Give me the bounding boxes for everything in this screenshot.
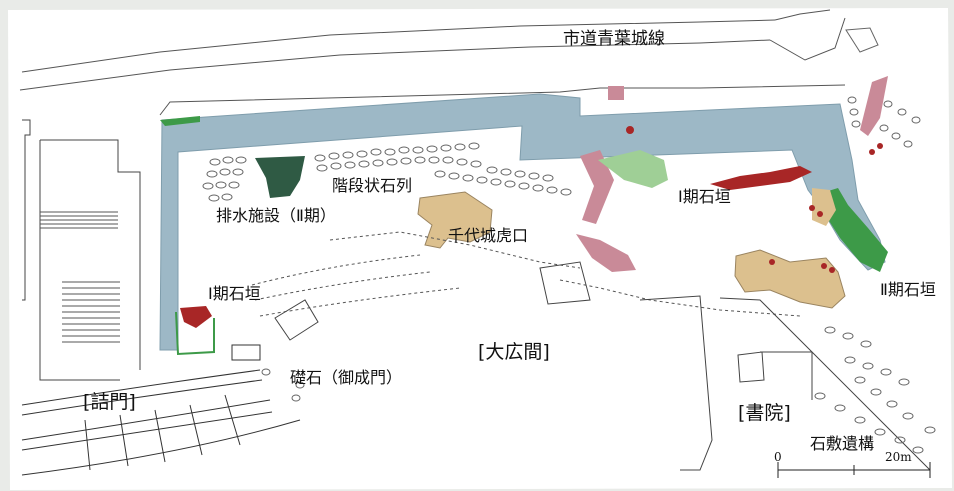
great-hall-label: [大広間] [478,341,550,363]
stair-rows-label: 階段状石列 [332,176,413,195]
chiyo-gate-area [417,191,493,249]
structure-outlines [274,261,931,471]
pavement-label: 石敷遺構 [810,434,875,453]
road-lines [19,9,846,116]
scale-start-label: 0 [774,450,782,464]
phase1-wall-center-label: Ⅰ期石垣 [678,187,731,206]
drain-facility [255,156,305,198]
left-wall-outline [175,311,215,356]
stair-stone-rows [202,142,572,202]
shoin-tan-area [734,249,846,309]
left-stairs [40,211,120,343]
pavement-stones [261,96,936,454]
phase1-wall-left-label: Ⅰ期石垣 [208,284,261,303]
tsume-gate-label: [詰門] [83,391,136,413]
shoin-label: [書院] [738,402,791,424]
paper-sheet [8,8,952,490]
phase2-wall-top [160,116,200,126]
phase1-wall-red [180,126,883,328]
light-green-area [598,150,668,188]
scale-bar [777,462,931,478]
blue-stone-wall [159,93,886,351]
road-label: 市道青葉城線 [563,29,665,49]
pink-areas [576,76,888,272]
gate-structure [21,344,301,476]
scale-end-label: 20m [885,450,912,464]
phase2-wall-green [825,188,888,272]
drain-facility-label: 排水施設（Ⅱ期） [216,206,336,225]
top-right-stone [845,27,879,53]
phase2-wall-label: Ⅱ期石垣 [880,280,936,299]
tan-wall-patch [812,188,836,226]
chiyo-gate-label: 千代城虎口 [448,226,529,245]
foundation-stone-label: 礎石（御成門） [290,368,403,387]
survey-dashed-lines [251,231,801,317]
